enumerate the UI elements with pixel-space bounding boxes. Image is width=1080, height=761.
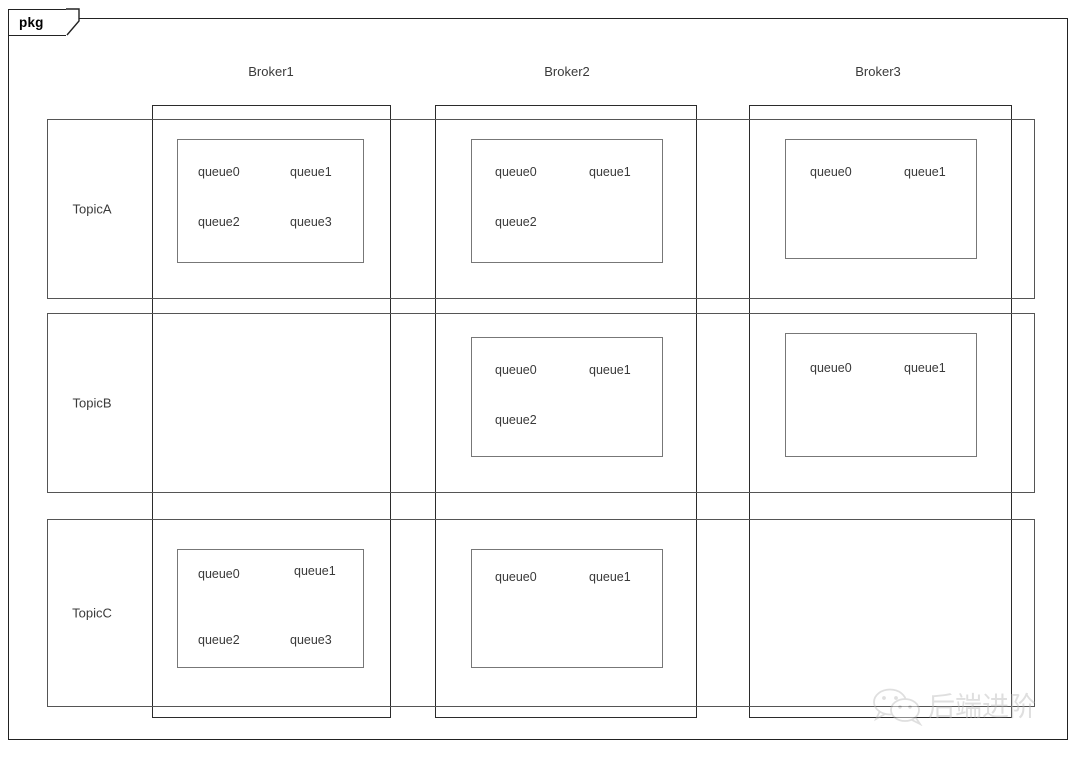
queue-label: queue1 [904, 165, 946, 179]
topic-label-topicB: TopicB [72, 395, 112, 411]
package-tab-fold-icon [66, 8, 80, 36]
queue-label: queue0 [495, 363, 537, 377]
queue-label: queue3 [290, 215, 332, 229]
topic-label-topicC: TopicC [72, 605, 112, 621]
queue-label: queue0 [810, 165, 852, 179]
topic-label-topicA: TopicA [72, 201, 112, 217]
queue-label: queue1 [589, 570, 631, 584]
package-tab-label: pkg [19, 15, 44, 30]
queue-label: queue0 [495, 165, 537, 179]
broker-header-broker2: Broker2 [544, 64, 590, 79]
broker-header-broker3: Broker3 [855, 64, 901, 79]
package-frame [8, 18, 1068, 740]
broker-header-broker1: Broker1 [248, 64, 294, 79]
queue-label: queue0 [198, 567, 240, 581]
queue-label: queue2 [495, 413, 537, 427]
queue-label: queue2 [495, 215, 537, 229]
queue-label: queue1 [904, 361, 946, 375]
queue-label: queue2 [198, 633, 240, 647]
queue-box-topicA-broker2: queue0 queue1 queue2 [471, 139, 663, 263]
queue-label: queue0 [198, 165, 240, 179]
queue-label: queue3 [290, 633, 332, 647]
queue-box-topicA-broker1: queue0 queue1 queue2 queue3 [177, 139, 364, 263]
queue-label: queue1 [290, 165, 332, 179]
queue-box-topicB-broker3: queue0 queue1 [785, 333, 977, 457]
queue-label: queue1 [294, 564, 336, 578]
topic-row-topicA [47, 119, 1035, 299]
queue-box-topicC-broker2: queue0 queue1 [471, 549, 663, 668]
queue-box-topicC-broker1: queue0 queue1 queue2 queue3 [177, 549, 364, 668]
queue-label: queue0 [495, 570, 537, 584]
queue-label: queue2 [198, 215, 240, 229]
queue-label: queue1 [589, 165, 631, 179]
package-tab: pkg [8, 9, 66, 36]
topic-row-topicC [47, 519, 1035, 707]
queue-box-topicA-broker3: queue0 queue1 [785, 139, 977, 259]
broker-lane-broker3 [749, 105, 1012, 718]
topic-row-topicB [47, 313, 1035, 493]
queue-box-topicB-broker2: queue0 queue1 queue2 [471, 337, 663, 457]
broker-lane-broker2 [435, 105, 697, 718]
queue-label: queue1 [589, 363, 631, 377]
queue-label: queue0 [810, 361, 852, 375]
broker-lane-broker1 [152, 105, 391, 718]
